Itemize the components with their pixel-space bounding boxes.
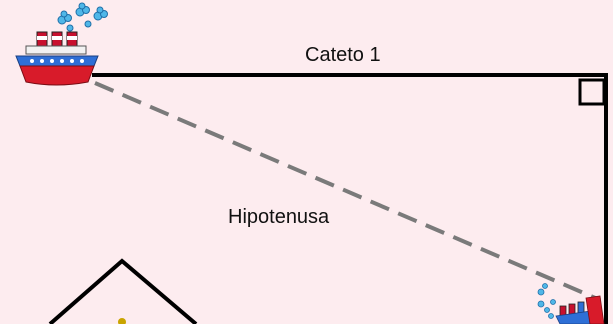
ship-icon-large (15, 2, 108, 86)
cateto-1-label: Cateto 1 (305, 44, 381, 66)
house-roof-detail (118, 318, 126, 324)
ship-icon-small (537, 283, 605, 324)
right-angle-marker (578, 78, 606, 106)
house-roof-icon (48, 258, 198, 324)
hipotenusa-line (94, 81, 601, 302)
hipotenusa-label: Hipotenusa (228, 206, 330, 228)
